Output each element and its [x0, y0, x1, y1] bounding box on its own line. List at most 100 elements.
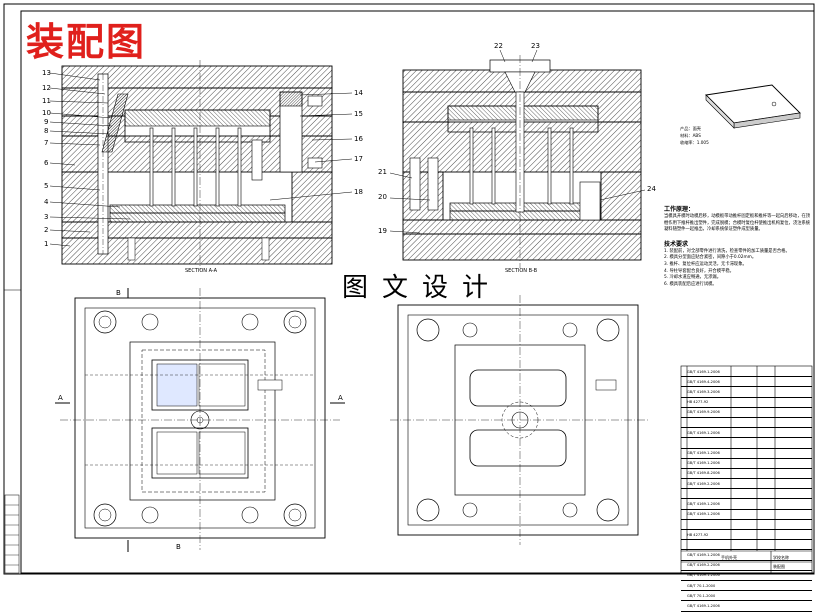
bom-cell: HB 4277-92	[687, 532, 709, 537]
bom-cell: GB/T 4169.1-2006	[687, 451, 720, 456]
bom-row: GB/T 4169.1-2006	[681, 459, 812, 469]
callout-13: 13	[42, 69, 51, 77]
bom-cell: GB/T 70.1-2000	[687, 593, 716, 598]
callout-20: 20	[378, 193, 387, 201]
bom-cell: GB/T 4169.2-2006	[687, 563, 720, 568]
tech-item: 2. 模具分型面应贴合紧密，间隙小于0.02mm。	[664, 255, 757, 261]
bom-cell: GB/T 4169.1-2006	[687, 369, 720, 374]
bom-cell: GB/T 4169.4-2006	[687, 379, 720, 384]
title-block-drawing: 装配图	[773, 564, 785, 569]
callout-3: 3	[44, 213, 48, 221]
callout-16: 16	[354, 135, 363, 143]
callout-1: 1	[44, 240, 48, 248]
bom-cell: GB/T 4169.3-2006	[687, 389, 720, 394]
section-mark-a-left: A	[58, 394, 63, 402]
title-block-name: 手机外壳	[721, 555, 737, 560]
bom-row	[681, 418, 812, 429]
bom-cell: GB/T 4169.2-2006	[687, 481, 720, 486]
product-sketch	[705, 84, 801, 129]
work-principle-text: 当模具开模时动模后移，动模板带动推杆固定板和推杆等一起向后移动，在顶棍作用下推杆…	[664, 214, 811, 233]
part-material: 材料：ABS	[680, 133, 701, 138]
bom-row: GB/T 4169.1-2006	[681, 367, 812, 378]
bom-row	[681, 540, 812, 551]
bom-row: GB/T 4169.8-2006	[681, 469, 812, 480]
callout-numbers: 13 12 11 10 9 8 7 6 5 4 3 2 1 14 15 16 1…	[42, 42, 656, 551]
callout-15: 15	[354, 110, 363, 118]
callout-7: 7	[44, 139, 48, 147]
bom-cell: GB/T 4169.8-2006	[687, 471, 720, 476]
part-name: 产品：面壳	[680, 126, 701, 131]
tech-item: 6. 模具装配后应进行试模。	[664, 281, 717, 287]
bom-row: GB/T 4169.2-2006	[681, 479, 812, 490]
callout-9: 9	[44, 118, 48, 126]
title-block-school: 学校名称	[773, 555, 789, 560]
callout-8: 8	[44, 127, 48, 135]
callout-23: 23	[531, 42, 540, 50]
title-block: 学校名称 装配图 手机外壳	[681, 551, 812, 573]
bom-row: GB/T 4169.1-2006	[681, 550, 812, 561]
callout-19: 19	[378, 227, 387, 235]
bom-row: GB/T 4169.1-2006	[681, 499, 812, 510]
bom-row: GB/T 4169.2-2006	[681, 561, 812, 571]
callout-6: 6	[44, 159, 49, 167]
callout-22: 22	[494, 42, 503, 50]
plan-view-left	[55, 288, 345, 552]
bom-row: GB/T 4169.1-2006	[681, 428, 812, 439]
callout-18: 18	[354, 188, 363, 196]
bom-row: GB/T 70.1-2000	[681, 581, 812, 592]
section-mark-a-right: A	[338, 394, 343, 402]
callout-5: 5	[44, 182, 48, 190]
tech-item: 1. 装配前，对全部零件进行清洗，检查零件的加工质量是否合格。	[664, 248, 790, 254]
bom-cell: GB/T 70.1-2000	[687, 583, 716, 588]
callout-24: 24	[647, 185, 656, 193]
section-aa-view	[61, 60, 333, 270]
bom-row: GB/T 4169.1-2006	[681, 449, 812, 459]
bom-cell: GB/T 4169.1-2006	[687, 502, 720, 507]
tech-item: 5. 冷却水道应畅通，无渗漏。	[664, 275, 722, 281]
bom-row: GB/T 4169.1-2006	[681, 601, 812, 612]
bom-row: GB/T 4169.1-2006	[681, 510, 812, 520]
tech-requirements-title: 技术要求	[664, 240, 689, 248]
section-mark-b-bottom: B	[176, 543, 181, 551]
part-shrink: 收缩率：1.005	[680, 140, 709, 145]
bom-row: GB/T 4169.9-2006	[681, 408, 812, 418]
callouts-aa-left	[49, 72, 131, 247]
bom-row: GB/T 70.1-2000	[681, 591, 812, 602]
bom-row: GB/T 4169.4-2006	[681, 377, 812, 388]
bom-row	[681, 489, 812, 500]
callout-2: 2	[44, 226, 48, 234]
tech-item: 3. 推杆、复位杆应运动灵活，无卡滞现象。	[664, 261, 747, 267]
revision-strip	[4, 494, 20, 574]
section-bb-label: SECTION B-B	[505, 268, 538, 274]
callout-12: 12	[42, 84, 51, 92]
bom-cell: GB/T 4169.1-2006	[687, 512, 720, 517]
bom-cell: HB 4277-92	[687, 400, 709, 405]
callout-14: 14	[354, 89, 363, 97]
section-bb-view	[402, 55, 642, 268]
part-info: 产品：面壳 材料：ABS 收缩率：1.005	[680, 125, 709, 146]
callout-17: 17	[354, 155, 363, 163]
notes-panel: 工作原理： 当模具开模时动模后移，动模板带动推杆固定板和推杆等一起向后移动，在顶…	[664, 205, 812, 288]
watermark-text: 图文设计	[338, 272, 507, 304]
tech-item: 4. 导柱导套配合良好，开合模平稳。	[664, 268, 734, 274]
section-aa-label: SECTION A-A	[185, 268, 218, 274]
callouts-bb	[389, 49, 646, 234]
bom-cell: GB/T 4169.1-2006	[687, 461, 720, 466]
bom-cell: GB/T 4169.1-2006	[687, 603, 720, 608]
bom-cell: GB/T 4169.9-2006	[687, 410, 720, 415]
bom-cell: GB/T 4169.1-2006	[687, 430, 720, 435]
bom-row	[681, 520, 812, 530]
bom-row: HB 4277-92	[681, 530, 812, 541]
drawing-sheet: 13 12 11 10 9 8 7 6 5 4 3 2 1 14 15 16 1…	[3, 3, 815, 575]
callout-21: 21	[378, 168, 387, 176]
bom-row: GB/T 4169.3-2006	[681, 387, 812, 398]
work-principle-title: 工作原理：	[664, 206, 695, 213]
plan-view-right	[390, 295, 650, 545]
drawing-title: 装配图	[26, 19, 147, 64]
callout-11: 11	[42, 97, 51, 105]
bom-cell: GB/T 4169.1-2006	[687, 552, 720, 557]
bom-cell: GB/T 4169.1-2006	[687, 573, 720, 578]
inner-border	[20, 10, 815, 574]
section-mark-b-top: B	[116, 289, 121, 297]
